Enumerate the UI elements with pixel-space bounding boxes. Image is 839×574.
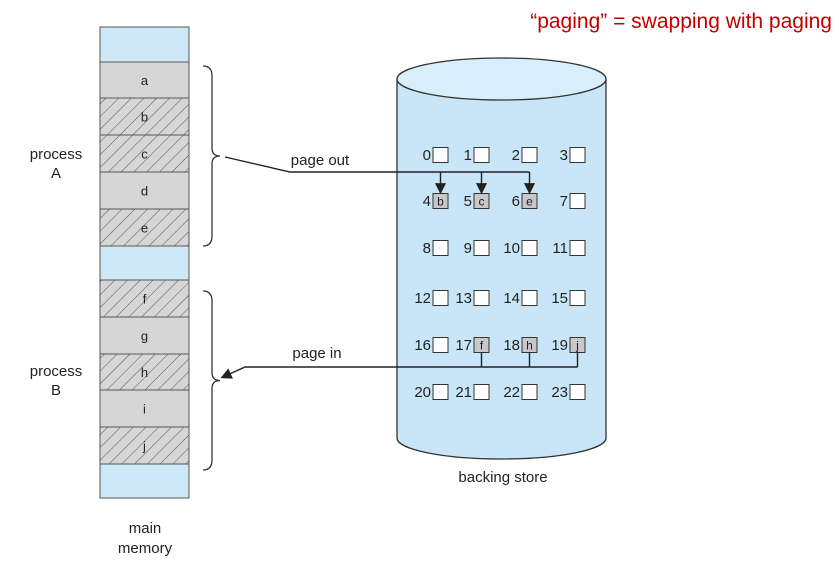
memory-block-g [99, 316, 190, 355]
slot-box-empty [473, 147, 490, 163]
slot-box-empty [473, 384, 490, 400]
slot-number: 20 [414, 384, 431, 401]
slot-number: 22 [503, 384, 520, 401]
slot-box-empty [521, 147, 538, 163]
memory-block-label: g [141, 329, 148, 344]
process-label-line: process [30, 146, 83, 163]
slot-number: 11 [552, 240, 568, 257]
slot-number: 5 [464, 193, 472, 210]
slot-box-empty [521, 240, 538, 256]
slot-box-empty [569, 290, 586, 306]
page-in-line [220, 366, 578, 379]
slot-number: 4 [423, 193, 431, 210]
slot-box-empty [432, 384, 449, 400]
backing-store-caption: backing store [458, 469, 547, 486]
slot-number: 12 [414, 290, 431, 307]
process-label-line: process [30, 363, 83, 380]
memory-block-a [99, 61, 190, 99]
slot-number: 14 [503, 290, 520, 307]
cylinder-body [396, 79, 607, 460]
slot-content: f [480, 339, 484, 353]
page-out-line [224, 156, 530, 173]
slot-box-empty [521, 290, 538, 306]
slot-box-empty [521, 384, 538, 400]
slot-content: c [479, 195, 485, 209]
process-label-line: B [51, 382, 61, 399]
memory-block-i [99, 389, 190, 428]
slot-number: 1 [464, 147, 472, 164]
slot-box-empty [432, 147, 449, 163]
backing-store-cylinder [396, 57, 607, 460]
process-braces [202, 65, 221, 471]
page-in-label: page in [292, 345, 341, 362]
memory-block-free [99, 245, 190, 281]
memory-block-label: d [141, 184, 148, 199]
slot-content: b [437, 195, 444, 209]
memory-block-label: c [141, 147, 148, 162]
captions: backing store main memory [118, 469, 548, 557]
main-memory: a b c d e f g h i j [99, 26, 190, 499]
slot-number: 16 [414, 337, 431, 354]
slot-box-empty [569, 147, 586, 163]
slot-box-empty [473, 290, 490, 306]
slot-number: 6 [512, 193, 520, 210]
slot-number: 2 [512, 147, 520, 164]
slot-number: 23 [551, 384, 568, 401]
memory-block-c [99, 134, 190, 173]
slide-title: “paging” = swapping with paging [530, 10, 832, 33]
memory-block-free [99, 26, 190, 63]
page-out-label: page out [291, 152, 350, 169]
slot-content: e [526, 195, 533, 209]
slot-number: 8 [423, 240, 431, 257]
slot-number: 9 [464, 240, 472, 257]
slot-content: h [526, 339, 533, 353]
transfer-arrows: page out page in [220, 152, 579, 379]
process-label-line: A [51, 165, 61, 182]
slot-box-empty [473, 240, 490, 256]
main-memory-caption: memory [118, 540, 173, 557]
cylinder-top [396, 57, 607, 101]
brace-process-b [202, 290, 221, 471]
memory-block-free [99, 463, 190, 499]
slot-box-empty [432, 290, 449, 306]
memory-block-label: b [141, 110, 148, 125]
memory-block-h [99, 353, 190, 391]
slot-number: 13 [455, 290, 472, 307]
slot-number: 7 [560, 193, 568, 210]
memory-block-label: i [143, 402, 146, 417]
brace-process-a [202, 65, 221, 247]
slot-content: j [575, 339, 579, 353]
slot-number: 21 [455, 384, 472, 401]
slot-number: 3 [560, 147, 568, 164]
memory-block-e [99, 208, 190, 247]
memory-block-label: e [141, 221, 148, 236]
slot-box-empty [569, 384, 586, 400]
slot-box-empty [432, 240, 449, 256]
memory-block-label: a [141, 73, 149, 88]
slot-box-empty [432, 337, 449, 353]
slot-box-empty [569, 240, 586, 256]
memory-block-label: f [143, 292, 147, 307]
slot-number: 18 [503, 337, 520, 354]
memory-block-label: h [141, 365, 148, 380]
slot-number: 19 [551, 337, 568, 354]
memory-block-f [99, 279, 190, 318]
slot-number: 0 [423, 147, 431, 164]
slot-number: 15 [551, 290, 568, 307]
memory-block-d [99, 171, 190, 210]
slot-number: 10 [503, 240, 520, 257]
slot-number: 17 [455, 337, 472, 354]
memory-block-label: j [142, 439, 146, 454]
slot-box-empty [569, 193, 586, 209]
main-memory-caption: main [129, 520, 162, 537]
